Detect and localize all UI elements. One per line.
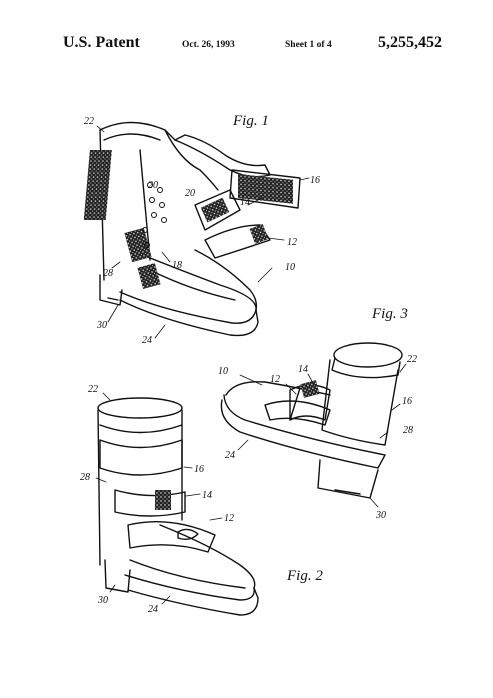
fig3-ref: 30	[375, 510, 386, 521]
fig2-ref: 28	[80, 472, 90, 483]
fig1-heel	[99, 274, 123, 306]
fig1-ref: 30	[96, 320, 107, 331]
fig3-ref: 22	[407, 354, 417, 365]
fig2-ref: 14	[202, 490, 212, 501]
fig1-strap-16	[229, 169, 301, 209]
fig1-ref: 10	[285, 262, 295, 273]
fig1-ref: 28	[103, 268, 113, 279]
fig1-strap-12	[204, 224, 271, 259]
fig1-ref: 20	[185, 188, 195, 199]
fig1-ref: 12	[287, 237, 297, 248]
fig1-ref: 22	[84, 116, 94, 127]
fig3-collar	[333, 342, 403, 368]
fig2-ref: 30	[97, 595, 108, 606]
figure-3	[220, 342, 407, 508]
fig1-label: Fig. 1	[232, 113, 269, 129]
fig2-ref: 22	[88, 384, 98, 395]
fig3-ref: 16	[402, 396, 412, 407]
fig1-ref: 24	[142, 335, 152, 346]
fig1-velcro-patch	[83, 150, 112, 220]
fig2-ref: 24	[148, 604, 158, 615]
fig2-ref: 12	[224, 513, 234, 524]
patent-office-label: U.S. Patent	[63, 34, 140, 51]
fig2-ref: 16	[194, 464, 204, 475]
fig1-tongue	[174, 134, 271, 178]
fig3-ref: 12	[270, 374, 280, 385]
fig3-shaft	[321, 359, 399, 446]
sheet-indicator: Sheet 1 of 4	[285, 40, 332, 50]
fig2-vamp	[159, 524, 256, 589]
fig2-label: Fig. 2	[286, 568, 323, 584]
fig1-ref: 20	[148, 180, 158, 191]
fig3-reference-numerals: 10 12 14 22 16 28 24 30	[218, 354, 417, 521]
fig2-heel	[104, 559, 131, 593]
figure-1	[83, 121, 310, 339]
fig2-reference-numerals: 22 16 28 14 12 30 24	[80, 384, 234, 615]
fig3-heel	[317, 459, 379, 499]
patent-number: 5,255,452	[378, 34, 442, 51]
fig2-velcro-patch	[155, 490, 171, 510]
fig2-collar	[97, 397, 183, 419]
fig2-strap-16	[99, 439, 183, 476]
patent-date: Oct. 26, 1993	[182, 40, 235, 50]
fig2-strap-12	[127, 521, 216, 553]
fig1-reference-numerals: 22 20 20 16 14 12 18 10 28 30 24	[84, 116, 320, 346]
fig2-shaft	[97, 409, 101, 566]
figure-2	[95, 392, 259, 616]
fig1-vamp	[129, 249, 257, 311]
fig1-strap-14	[194, 189, 241, 231]
fig3-label: Fig. 3	[371, 306, 408, 322]
fig1-ref: 14	[240, 197, 250, 208]
fig1-ref: 16	[310, 175, 320, 186]
fig3-strap-12	[264, 400, 331, 426]
fig3-ref: 24	[225, 450, 235, 461]
fig3-sole	[220, 399, 386, 469]
fig3-ref: 14	[298, 364, 308, 375]
fig2-sole	[127, 587, 259, 616]
patent-header: U.S. Patent Oct. 26, 1993 Sheet 1 of 4 5…	[0, 0, 493, 70]
fig3-ref: 10	[218, 366, 228, 377]
fig2-strap-14	[114, 489, 186, 517]
fig3-ref: 28	[403, 425, 413, 436]
fig1-ref: 18	[172, 260, 182, 271]
fig1-sole	[119, 299, 259, 337]
